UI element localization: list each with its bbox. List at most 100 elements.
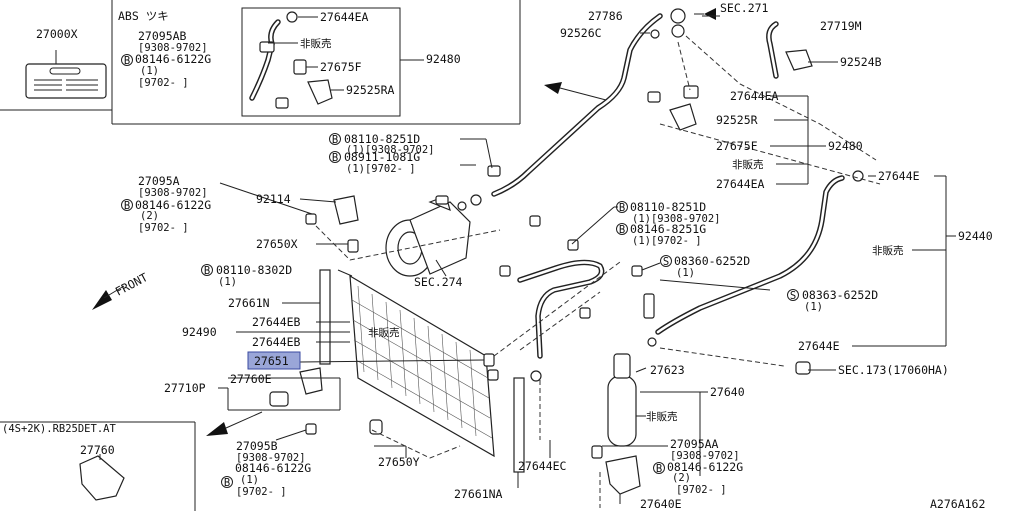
callout-92480[interactable]: 92480 (828, 139, 863, 153)
date-range: [9308-9702] (236, 452, 306, 464)
quantity: (2) (140, 210, 159, 222)
callout-08146-8251g[interactable]: 08146-8251G (630, 222, 706, 236)
front-direction-label: FRONT (113, 270, 150, 299)
callout-27000x[interactable]: 27000X (36, 27, 78, 41)
date-range: [9702- ] (138, 77, 189, 89)
callout-labels: 27000X ABS ツキ 27095AB [9308-9702] 08146-… (2, 1, 993, 511)
callout-27644ea[interactable]: 27644EA (730, 89, 779, 103)
highlight-27651 (247, 351, 301, 370)
callout-27786[interactable]: 27786 (588, 9, 623, 23)
leader-lines (99, 15, 956, 504)
callout-08110-8302d[interactable]: 08110-8302D (216, 263, 292, 277)
quantity: (1) (676, 267, 695, 279)
callout-27644ec[interactable]: 27644EC (518, 459, 567, 473)
callout-92114[interactable]: 92114 (256, 192, 291, 206)
callout-08146-6122g[interactable]: 08146-6122G (135, 52, 211, 66)
quantity: (2) (672, 472, 691, 484)
callout-92526c[interactable]: 92526C (560, 26, 602, 40)
label-card-27000x (25, 50, 107, 99)
section-ref-271[interactable]: SEC.271 (720, 1, 769, 15)
date-range: [9308-9702] (138, 187, 208, 199)
section-ref-173[interactable]: SEC.173(17060HA) (838, 363, 949, 377)
quantity: (1) (804, 301, 823, 313)
callout-92525r[interactable]: 92525R (716, 113, 758, 127)
callout-27651-highlighted[interactable]: 27651 (254, 354, 289, 368)
date-range: [9308-9702] (670, 450, 740, 462)
callout-27640[interactable]: 27640 (710, 385, 745, 399)
callout-92480[interactable]: 92480 (426, 52, 461, 66)
figure-code: A276A162 (930, 497, 985, 511)
quantity-date: (1)[9308-9702] (346, 144, 435, 156)
front-arrows (92, 285, 263, 436)
frame-lines (0, 0, 521, 511)
not-for-sale-note: 非販売 (646, 410, 678, 423)
variant-note: (4S+2K).RB25DET.AT (2, 423, 116, 435)
callout-27675f[interactable]: 27675F (320, 60, 362, 74)
callout-27675f[interactable]: 27675F (716, 139, 758, 153)
callout-08146-6122g[interactable]: 08146-6122G (667, 460, 743, 474)
bolt-marker: B (224, 477, 230, 489)
callout-27760e[interactable]: 27760E (230, 372, 272, 386)
bolt-marker: B (124, 55, 130, 67)
callout-08110-8251d[interactable]: 08110-8251D (344, 132, 420, 146)
callout-27644eb[interactable]: 27644EB (252, 315, 301, 329)
compressor-sec274 (385, 195, 471, 277)
callout-27719m[interactable]: 27719M (820, 19, 862, 33)
not-for-sale-note: 非販売 (872, 244, 904, 257)
callout-08146-6122g[interactable]: 08146-6122G (135, 198, 211, 212)
bolt-marker: B (619, 224, 625, 236)
callout-27095b[interactable]: 27095B (236, 439, 278, 453)
callout-92524b[interactable]: 92524B (840, 55, 882, 69)
callout-27644ea[interactable]: 27644EA (716, 177, 765, 191)
quantity-date: (1)[9308-9702] (632, 213, 721, 225)
callout-08911-1081g[interactable]: 08911-1081G (344, 150, 420, 164)
condenser-92490 (319, 259, 605, 473)
date-range: [9308-9702] (138, 42, 208, 54)
abs-inset-pipe (249, 11, 424, 109)
callout-27644e[interactable]: 27644E (878, 169, 920, 183)
not-for-sale-note: 非販売 (732, 158, 764, 171)
callout-27650y[interactable]: 27650Y (378, 455, 420, 469)
callout-27644ea[interactable]: 27644EA (320, 10, 369, 24)
bolt-marker: B (332, 152, 338, 164)
date-range: [9702- ] (236, 486, 287, 498)
callout-27710p[interactable]: 27710P (164, 381, 206, 395)
callout-27650x[interactable]: 27650X (256, 237, 298, 251)
date-range: [9702- ] (138, 222, 189, 234)
bolt-markers: B B B B B B B S S B B (121, 54, 799, 489)
quantity: (1) (140, 65, 159, 77)
callout-27661na[interactable]: 27661NA (454, 487, 503, 501)
callout-27095a[interactable]: 27095A (138, 174, 180, 188)
callout-92490[interactable]: 92490 (182, 325, 217, 339)
quantity-date: (1)[9702- ] (346, 163, 416, 175)
quantity-date: (1)[9702- ] (632, 235, 702, 247)
callout-08363-6252d[interactable]: 08363-6252D (802, 288, 878, 302)
bolt-marker: B (619, 202, 625, 214)
section-ref-274[interactable]: SEC.274 (414, 275, 463, 289)
bolt-marker: B (332, 134, 338, 146)
callout-08360-6252d[interactable]: 08360-6252D (674, 254, 750, 268)
callout-92440[interactable]: 92440 (958, 229, 993, 243)
dashed-lines (315, 35, 881, 508)
callout-27095aa[interactable]: 27095AA (670, 437, 719, 451)
callout-27640e[interactable]: 27640E (640, 497, 682, 511)
callout-27623[interactable]: 27623 (650, 363, 685, 377)
bolt-marker: B (204, 265, 210, 277)
not-for-sale-note: 非販売 (368, 326, 400, 339)
callout-27644eb[interactable]: 27644EB (252, 335, 301, 349)
callout-08146-6122g[interactable]: 08146-6122G (235, 461, 311, 475)
bracket-parts (305, 195, 643, 319)
callout-27644e[interactable]: 27644E (798, 339, 840, 353)
bolt-marker: B (124, 200, 130, 212)
bolt-marker: S (790, 290, 796, 302)
callout-27095ab[interactable]: 27095AB (138, 29, 187, 43)
abs-section-title: ABS ツキ (118, 9, 169, 23)
long-pipe-92440 (643, 170, 864, 375)
callout-27760[interactable]: 27760 (80, 443, 115, 457)
bolt-marker: B (656, 463, 662, 475)
callout-92525ra[interactable]: 92525RA (346, 83, 395, 97)
callout-27661n[interactable]: 27661N (228, 296, 270, 310)
callout-08110-8251d[interactable]: 08110-8251D (630, 200, 706, 214)
not-for-sale-note: 非販売 (300, 37, 332, 50)
